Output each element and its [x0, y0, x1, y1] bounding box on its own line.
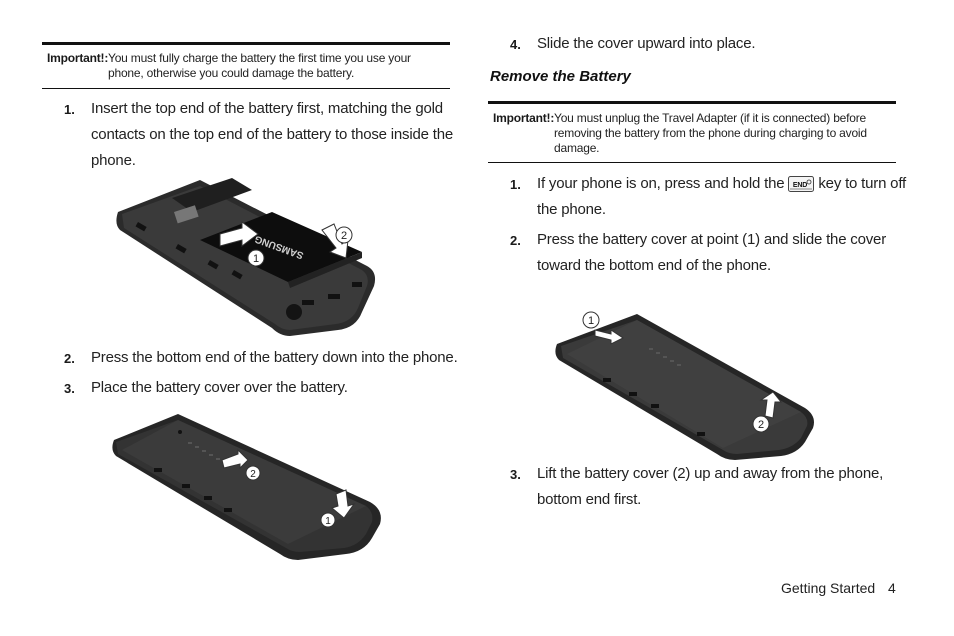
remove-step-3-line-2: bottom end first.: [537, 491, 642, 508]
step-2-number: 2.: [64, 351, 75, 366]
left-important-line-1: You must fully charge the battery the fi…: [108, 51, 411, 65]
left-important-label: Important!:: [47, 51, 109, 65]
step-1-line-2: contacts on the top end of the battery t…: [91, 126, 453, 143]
step-1-line-1: Insert the top end of the battery first,…: [91, 100, 443, 117]
footer-section-name: Getting Started: [781, 580, 876, 596]
step-3-number: 3.: [64, 381, 75, 396]
callout-2-label: 2: [341, 230, 347, 242]
right-important-top-rule: [488, 101, 896, 104]
step-2-line-1: Press the bottom end of the battery down…: [91, 349, 458, 366]
right-important-label: Important!:: [493, 111, 555, 125]
right-important-line-2: removing the battery from the phone duri…: [554, 126, 867, 140]
left-important-line-2: phone, otherwise you could damage the ba…: [108, 66, 355, 80]
remove-step-1-line-1: If your phone is on, press and hold the E…: [537, 171, 906, 197]
remove-step-1-before-key: If your phone is on, press and hold the: [537, 175, 785, 192]
step-4-line-1: Slide the cover upward into place.: [537, 35, 756, 52]
remove-step-2-number: 2.: [510, 233, 521, 248]
callout-1-label: 1: [253, 253, 259, 265]
remove-step-1-after-key: key to turn off: [818, 175, 906, 192]
cover-remove-illustration: 1 2: [555, 311, 814, 460]
remove-step-3-line-1: Lift the battery cover (2) up and away f…: [537, 465, 884, 482]
right-important-bottom-rule: [488, 162, 896, 163]
remove-step-1-number: 1.: [510, 177, 521, 192]
step-4-number: 4.: [510, 37, 521, 52]
cover-callout-2: 2: [250, 469, 256, 480]
remove-step-1-line-2: the phone.: [537, 201, 606, 218]
step-3-line-1: Place the battery cover over the battery…: [91, 379, 348, 396]
cover-callout-1: 1: [325, 516, 331, 527]
remove-step-2-line-1: Press the battery cover at point (1) and…: [537, 231, 886, 248]
left-important-top-rule: [42, 42, 450, 45]
left-important-bottom-rule: [42, 88, 450, 89]
remove-step-2-line-2: toward the bottom end of the phone.: [537, 257, 772, 274]
cover-place-illustration: 2 1: [112, 414, 381, 560]
end-key-icon: END: [788, 175, 815, 192]
right-important-line-3: damage.: [554, 141, 600, 155]
right-important-line-1: You must unplug the Travel Adapter (if i…: [554, 111, 867, 125]
footer-page-number: 4: [888, 580, 896, 596]
step-1-number: 1.: [64, 102, 75, 117]
remove-callout-2: 2: [758, 419, 764, 431]
battery-insert-illustration: SAMSUNG 1 2: [116, 178, 376, 336]
remove-callout-1: 1: [588, 315, 594, 327]
end-key-label: END: [793, 182, 807, 189]
step-1-line-3: phone.: [91, 152, 136, 169]
remove-step-3-number: 3.: [510, 467, 521, 482]
remove-battery-heading: Remove the Battery: [490, 68, 631, 85]
